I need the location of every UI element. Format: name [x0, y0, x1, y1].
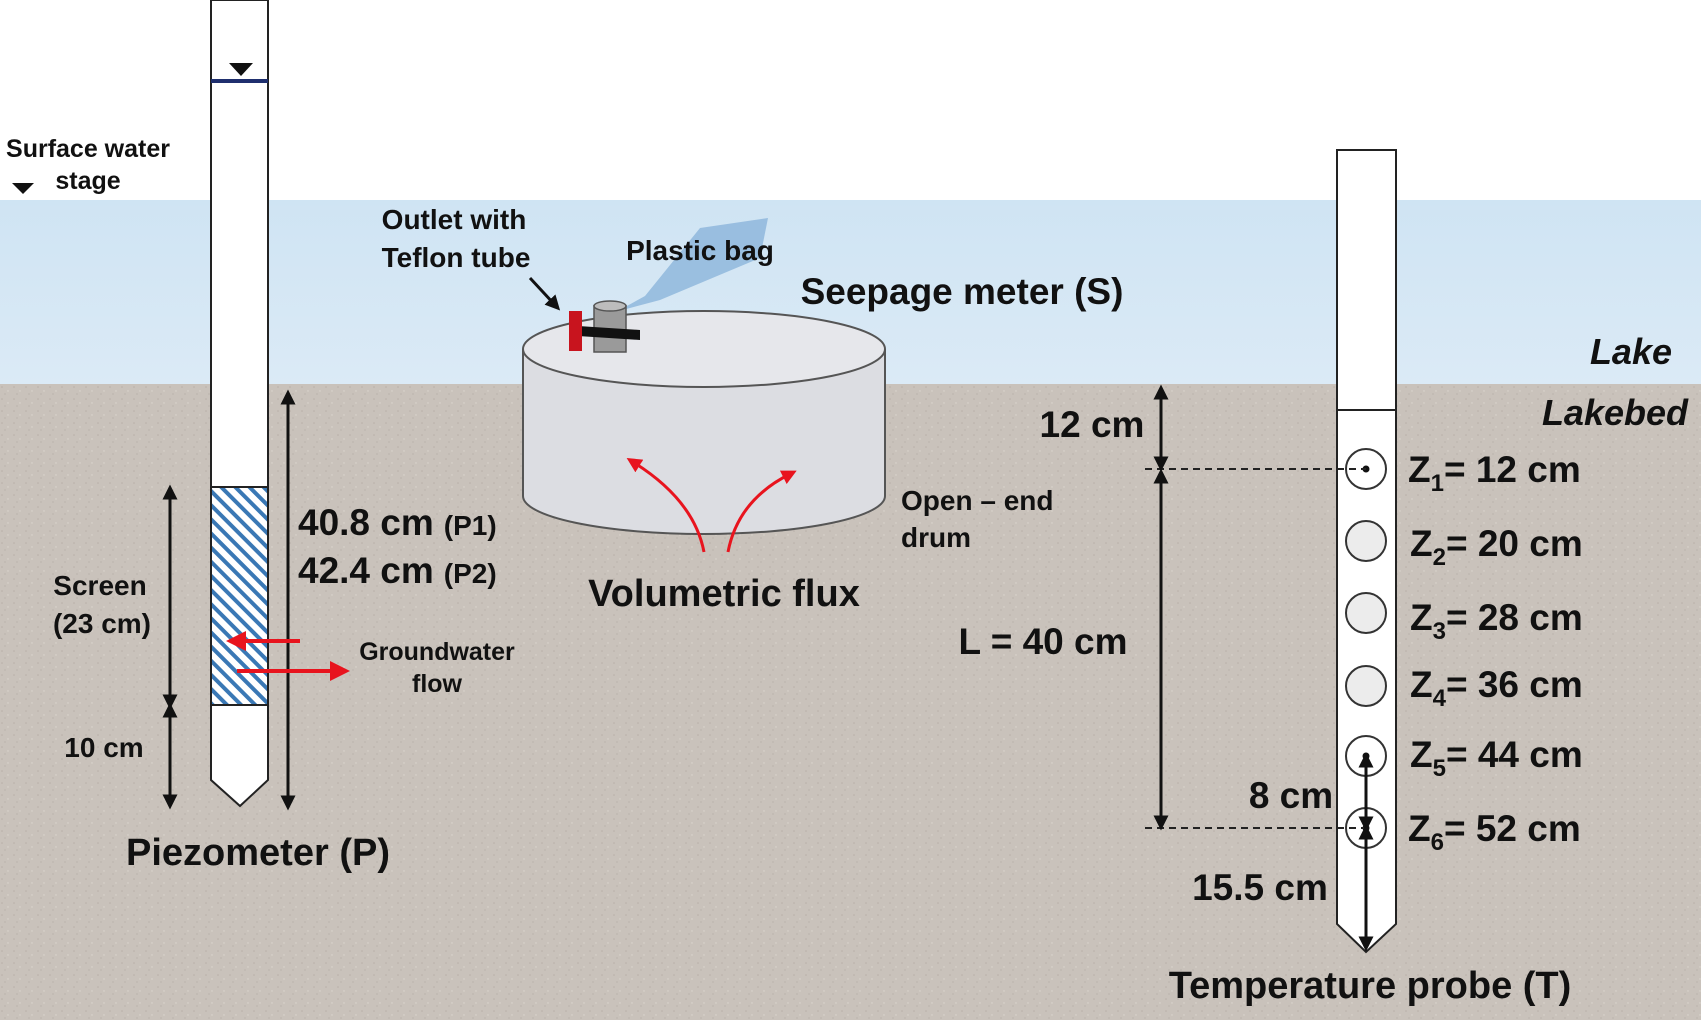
lakebed-label: Lakebed: [1542, 392, 1689, 433]
p1-length-label: 40.8 cm(P1): [298, 502, 497, 543]
sensor-z6-label: Z6= 52 cm: [1408, 808, 1581, 856]
volumetric-flux-label: Volumetric flux: [588, 573, 860, 615]
groundwater-flow-label-2: flow: [412, 670, 463, 698]
screen-label: Screen: [53, 570, 146, 601]
sensor-z1-label: Z1= 12 cm: [1408, 449, 1581, 497]
outlet-valve: [569, 311, 582, 351]
l-length-label: L = 40 cm: [958, 621, 1127, 662]
teflon-tube: [578, 326, 640, 340]
lake-label: Lake: [1590, 331, 1672, 372]
sensor-z5-label: Z5= 44 cm: [1410, 734, 1583, 782]
twelve-cm-label: 12 cm: [1040, 404, 1145, 445]
piezometer-screen: [210, 486, 269, 706]
sensor-z2-label: Z2= 20 cm: [1410, 523, 1583, 571]
groundwater-flow-label: Groundwater: [359, 638, 515, 666]
piezometer-title: Piezometer (P): [126, 832, 390, 874]
outlet-fitting-top: [593, 300, 627, 312]
piezometer: [210, 0, 269, 808]
sensor-z5-dot: [1362, 752, 1370, 760]
open-end-drum-label-2: drum: [901, 522, 971, 553]
seepage-meter-title: Seepage meter (S): [801, 271, 1124, 312]
sensor-z3: [1345, 592, 1387, 634]
sensor-z4: [1345, 665, 1387, 707]
eight-cm-label: 8 cm: [1249, 775, 1333, 816]
plastic-bag: [605, 218, 768, 318]
volumetric-flux-arrow-right: [726, 470, 797, 553]
screen-length-label: (23 cm): [53, 608, 151, 639]
fifteen-cm-label: 15.5 cm: [1192, 867, 1328, 908]
seepage-meter: [522, 218, 886, 535]
outlet-label: Outlet with: [382, 204, 527, 235]
teflon-tube-label: Teflon tube: [382, 242, 531, 273]
outlet-pointer-arrow: [528, 276, 561, 311]
surface-water-stage-label: Surface water: [6, 135, 170, 163]
surface-water-stage-label-2: stage: [55, 167, 120, 195]
volumetric-flux-arrow-left: [626, 458, 706, 553]
open-end-drum-label: Open – end: [901, 485, 1053, 516]
seepage-drum-body: [522, 349, 886, 535]
sensor-z3-label: Z3= 28 cm: [1410, 597, 1583, 645]
surface-water-stage-icon: [12, 183, 34, 194]
temperature-probe-title: Temperature probe (T): [1169, 965, 1572, 1007]
sensor-z2: [1345, 520, 1387, 562]
p2-length-label: 42.4 cm(P2): [298, 550, 497, 591]
sky-area: [0, 0, 1701, 200]
sensor-z4-label: Z4= 36 cm: [1410, 664, 1583, 712]
ten-cm-label: 10 cm: [64, 732, 143, 763]
piezometer-water-level-icon: [229, 63, 253, 76]
plastic-bag-label: Plastic bag: [626, 235, 774, 266]
